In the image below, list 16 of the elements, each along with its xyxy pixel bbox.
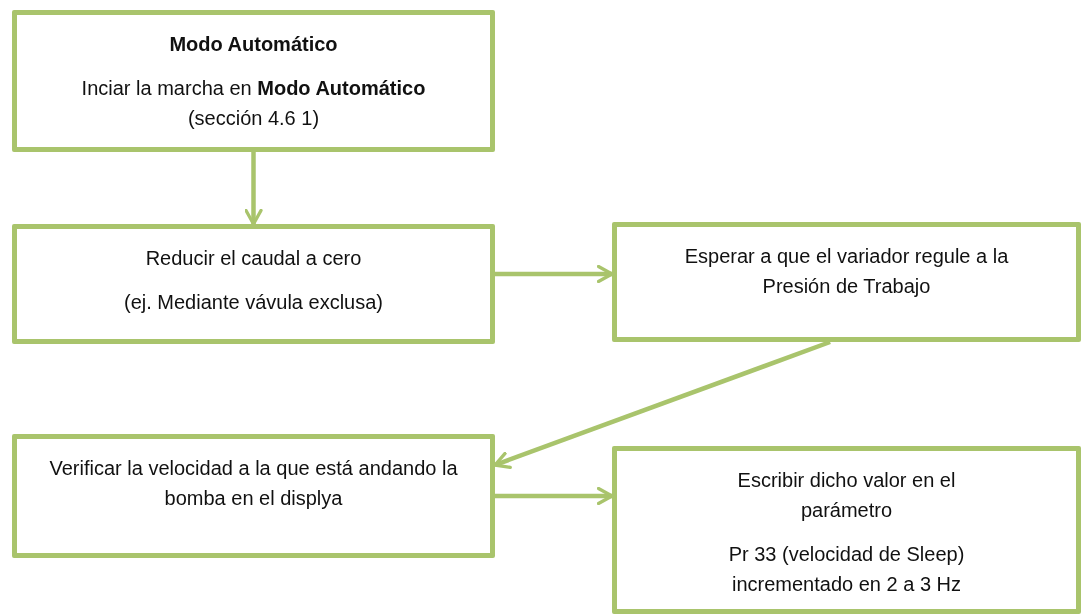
box-text: Pr 33 (velocidad de Sleep) incrementado en 2 a 3 Hz	[727, 542, 966, 597]
box-text: Escribir dicho valor en el parámetro	[736, 468, 957, 523]
process-box	[612, 446, 1081, 614]
process-box	[12, 224, 495, 344]
arrow	[244, 152, 263, 226]
arrow	[495, 264, 614, 284]
box-text: (ej. Mediante vávula exclusa)	[124, 290, 383, 315]
process-box	[12, 434, 495, 558]
box-text: Inciar la marcha en Modo Automático (sección 4.6 1)	[80, 76, 427, 131]
process-box	[12, 10, 495, 152]
box-text: Esperar a que el variador regule a la Presión de Trabajo	[683, 244, 1010, 299]
process-box	[612, 222, 1081, 342]
box-text: Verificar la velocidad a la que está andando la bomba en el displya	[48, 456, 459, 511]
box-heading: Modo Automático	[169, 32, 338, 57]
box-text: Reducir el caudal a cero	[145, 246, 362, 271]
arrow	[495, 486, 614, 506]
